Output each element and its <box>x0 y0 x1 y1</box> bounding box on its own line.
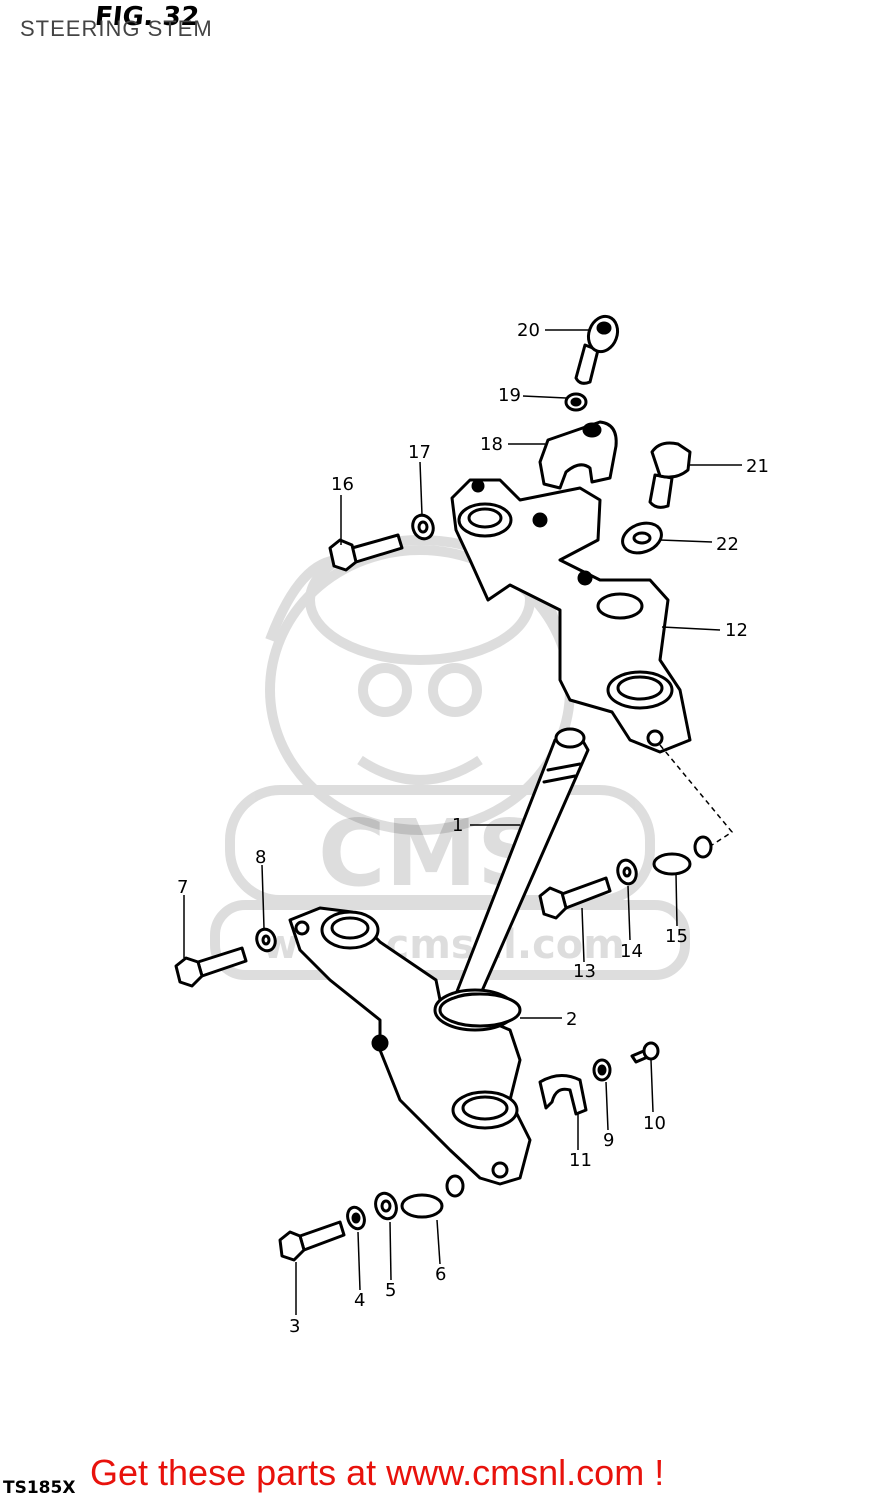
callout-21: 21 <box>746 456 769 477</box>
callout-15: 15 <box>665 926 688 947</box>
part-washer-19 <box>564 392 588 412</box>
part-bolt-13 <box>538 876 612 920</box>
part-clip-6 <box>400 1174 465 1219</box>
part-washer-4 <box>346 1205 366 1231</box>
callout-5: 5 <box>385 1280 396 1301</box>
callout-20: 20 <box>517 320 540 341</box>
callout-6: 6 <box>435 1264 446 1285</box>
part-stem-1 <box>454 727 590 1002</box>
callout-8: 8 <box>255 847 266 868</box>
callout-numbers: 1 2 3 4 5 6 7 8 9 10 11 12 13 14 15 16 1… <box>177 320 769 1337</box>
part-screw-10 <box>630 1041 660 1064</box>
part-bolt-3 <box>278 1220 346 1262</box>
part-clip-15 <box>652 835 713 876</box>
callout-14: 14 <box>620 941 643 962</box>
part-washer-22 <box>621 521 663 555</box>
part-bolt-20 <box>574 314 620 385</box>
callout-4: 4 <box>354 1290 365 1311</box>
part-bolt-21 <box>648 441 692 509</box>
part-clamp-11 <box>538 1074 588 1116</box>
callout-18: 18 <box>480 434 503 455</box>
callout-19: 19 <box>498 385 521 406</box>
callout-9: 9 <box>603 1130 614 1151</box>
part-washer-17 <box>411 513 435 541</box>
part-seal-2 <box>438 992 522 1028</box>
callout-16: 16 <box>331 474 354 495</box>
page-title: STEERING STEM <box>20 16 213 41</box>
callout-2: 2 <box>566 1009 577 1030</box>
part-holder-18 <box>538 420 618 490</box>
callout-11: 11 <box>569 1150 592 1171</box>
callout-13: 13 <box>573 961 596 982</box>
callout-22: 22 <box>716 534 739 555</box>
part-washer-5 <box>374 1191 398 1221</box>
leader-lines <box>183 329 742 1315</box>
model-code: TS185X <box>3 1478 76 1498</box>
get-parts-link[interactable]: Get these parts at www.cmsnl.com ! <box>90 1452 665 1493</box>
callout-7: 7 <box>177 877 188 898</box>
part-washer-8 <box>255 927 277 953</box>
callout-1: 1 <box>452 815 463 836</box>
callout-3: 3 <box>289 1316 300 1337</box>
callout-10: 10 <box>643 1113 666 1134</box>
part-washer-9 <box>592 1058 612 1082</box>
part-bolt-7 <box>174 946 248 988</box>
part-upper-bracket-12 <box>450 478 692 754</box>
callout-12: 12 <box>725 620 748 641</box>
callout-17: 17 <box>408 442 431 463</box>
part-bolt-16 <box>328 533 404 572</box>
part-washer-14 <box>616 858 638 886</box>
cms-watermark <box>210 535 690 980</box>
